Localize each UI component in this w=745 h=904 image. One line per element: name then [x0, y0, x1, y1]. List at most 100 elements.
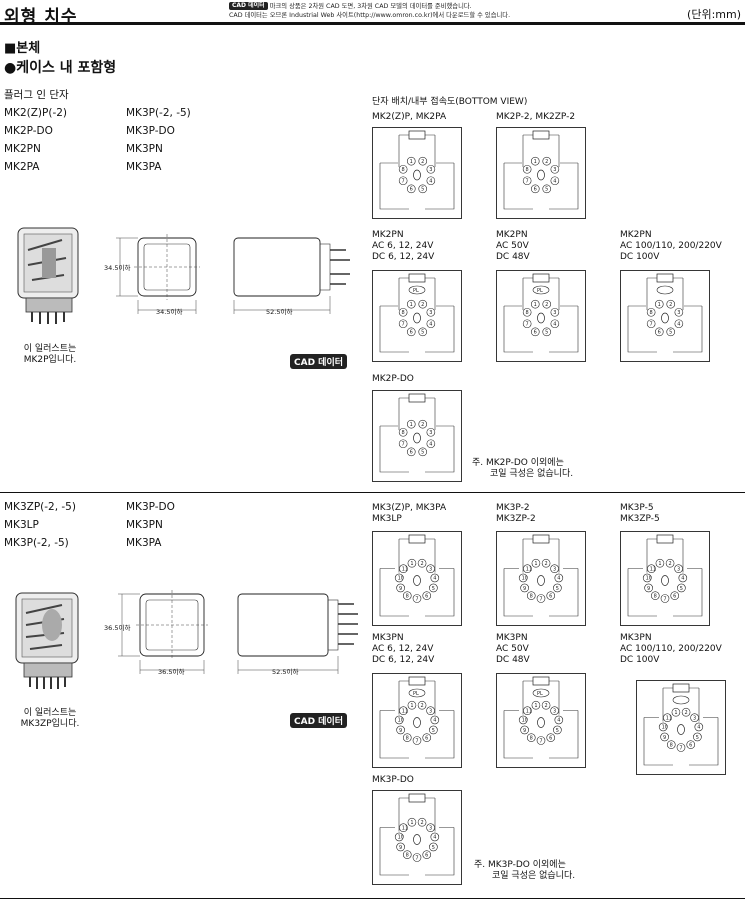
terminal-pin — [681, 707, 691, 717]
terminal-pin — [399, 706, 408, 716]
terminal-pin — [542, 184, 552, 194]
terminal-pin-number: 11 — [402, 567, 408, 573]
terminal-pin-number: 5 — [545, 330, 548, 336]
dim-width: 34.5이하 — [156, 308, 183, 316]
terminal-pin-number: 8 — [654, 593, 657, 599]
terminal-pin — [398, 319, 408, 329]
center-key — [537, 717, 545, 728]
coil-symbol — [408, 793, 426, 803]
terminal-pin — [531, 558, 541, 568]
diagram-label: MK3P-2 MK3ZP-2 — [496, 503, 536, 525]
terminal-pin — [666, 299, 676, 309]
terminal-pin-number: 11 — [650, 567, 656, 573]
terminal-pin-number: 3 — [553, 709, 556, 715]
terminal-pin — [674, 564, 683, 574]
terminal-pin — [396, 583, 405, 593]
terminal-pin — [542, 299, 552, 309]
terminal-pin — [666, 740, 676, 749]
terminal-pin-number: 2 — [545, 302, 548, 308]
terminal-pin-number: 6 — [425, 852, 428, 858]
photo-caption-line2: MK2P입니다. — [23, 355, 77, 365]
terminal-pin — [530, 156, 540, 166]
terminal-pin-number: 2 — [544, 703, 547, 709]
note: 주. MK2P-DO 이외에는 코일 극성은 없습니다. — [472, 458, 573, 480]
bottom-rule — [0, 898, 745, 899]
center-key — [661, 575, 669, 586]
diagram-label-line3: DC 6, 12, 24V — [372, 655, 435, 665]
terminal-pin-number: 4 — [429, 179, 432, 185]
terminal-pin — [690, 713, 699, 723]
coil-symbol — [408, 130, 426, 140]
terminal-pin-number: 6 — [534, 187, 537, 193]
terminal-pin — [418, 447, 428, 457]
terminal-pin — [429, 842, 438, 852]
terminal-pin-number: 1 — [410, 422, 413, 428]
terminal-pin — [417, 700, 427, 710]
terminal-pin — [429, 583, 438, 593]
terminal-pin-number: 9 — [399, 728, 402, 734]
terminal-pin-number: 8 — [402, 167, 405, 173]
section-heading: ■본체 — [4, 41, 41, 56]
terminal-pin — [693, 732, 702, 742]
terminal-pin — [674, 319, 684, 329]
photo-caption-line2: MK3ZP입니다. — [20, 719, 80, 729]
terminal-pin — [530, 327, 540, 337]
terminal-pin — [550, 176, 560, 186]
terminal-pin — [666, 327, 676, 337]
terminal-pin-number: 10 — [646, 576, 652, 582]
terminal-pin-number: 6 — [534, 330, 537, 336]
terminal-pin-number: 7 — [402, 322, 405, 328]
diagram-label: MK2PN AC 100/110, 200/220V DC 100V — [620, 230, 722, 263]
terminal-pin — [546, 733, 556, 742]
header-rule — [0, 22, 745, 25]
diagram-label: MK3P-5 MK3ZP-5 — [620, 503, 660, 525]
terminal-pin-number: 3 — [429, 567, 432, 573]
terminal-pin — [530, 299, 540, 309]
terminal-pin — [542, 156, 552, 166]
dim-depth: 52.5이하 — [272, 668, 299, 676]
terminal-pin-number: 2 — [421, 159, 424, 165]
terminal-pin-number: 11 — [666, 716, 672, 722]
terminal-pin-number: 11 — [402, 826, 408, 832]
unit-label: (단위:mm) — [687, 8, 741, 21]
terminal-pin — [526, 591, 536, 600]
diagram-label-line1: MK3PN — [372, 633, 404, 643]
terminal-pin — [660, 732, 669, 742]
terminal-pin — [550, 706, 559, 716]
coil-symbol — [408, 393, 426, 403]
diagram-label: MK3PN AC 6, 12, 24V DC 6, 12, 24V — [372, 633, 434, 666]
pilot-lamp-label: PL — [413, 691, 419, 697]
terminal-pin — [671, 707, 681, 717]
terminal-pin — [398, 164, 408, 174]
terminal-pin-number: 4 — [697, 725, 700, 731]
diagram-label-line1: MK2P-DO — [372, 374, 414, 384]
terminal-pin-number: 10 — [398, 835, 404, 841]
cad-data-button[interactable]: CAD 데이터 — [290, 713, 348, 728]
terminal-diagram-title: 단자 배치/내부 접속도(BOTTOM VIEW) — [372, 97, 528, 107]
terminal-pin — [546, 591, 556, 600]
diagram-label-line1: MK2PN — [372, 230, 404, 240]
terminal-pin-number: 8 — [526, 167, 529, 173]
diagram-label-line1: MK3PN — [620, 633, 652, 643]
terminal-pin — [407, 558, 417, 568]
center-key — [661, 312, 669, 324]
terminal-pin — [399, 823, 408, 833]
diagram-label-line1: MK3PN — [496, 633, 528, 643]
terminal-pin-number: 7 — [526, 179, 529, 185]
cad-data-button[interactable]: CAD 데이터 — [290, 354, 348, 369]
diagram-label-line2: MK3ZP-2 — [496, 514, 536, 524]
diagram-label: MK2PN AC 6, 12, 24V DC 6, 12, 24V — [372, 230, 434, 263]
terminal-pin-number: 11 — [526, 567, 532, 573]
terminal-pin-number: 8 — [406, 852, 409, 858]
terminal-pin — [412, 853, 422, 862]
terminal-pin-number: 1 — [410, 159, 413, 165]
terminal-pin — [646, 319, 656, 329]
diagram-label: MK3PN AC 100/110, 200/220V DC 100V — [620, 633, 722, 666]
terminal-pin-number: 3 — [553, 167, 556, 173]
terminal-pin-number: 7 — [415, 855, 418, 861]
